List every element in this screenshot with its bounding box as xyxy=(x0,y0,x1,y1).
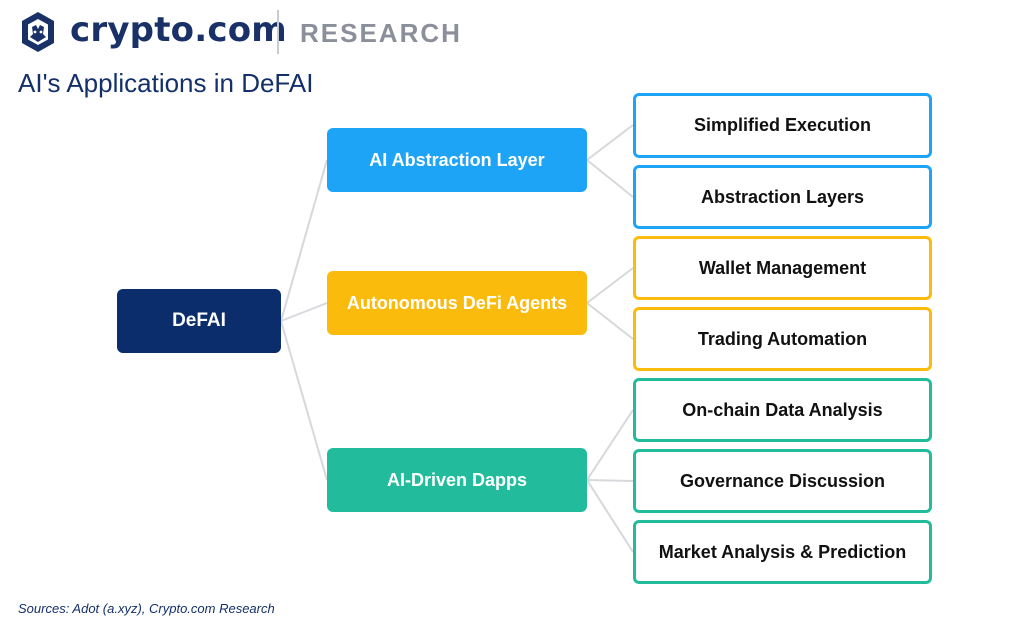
connector-ai-driven-dapps-to-leaf-3 xyxy=(586,479,634,553)
connector-ai-driven-dapps-to-leaf-1 xyxy=(586,409,634,481)
brand-name: crypto.com xyxy=(70,10,287,50)
branch-node-label: Autonomous DeFi Agents xyxy=(346,292,568,313)
connector-ai-driven-dapps-to-leaf-2 xyxy=(586,479,634,482)
connector-autonomous-defi-agents-to-leaf-1 xyxy=(586,267,634,304)
leaf-node-simplified-execution: Simplified Execution xyxy=(633,93,932,158)
leaf-node-label: Abstraction Layers xyxy=(700,186,865,207)
leaf-node-on-chain-data-analysis: On-chain Data Analysis xyxy=(633,378,932,442)
leaf-node-wallet-management: Wallet Management xyxy=(633,236,932,300)
crypto-com-lion-shield-icon xyxy=(22,12,54,52)
leaf-node-label: On-chain Data Analysis xyxy=(682,399,883,420)
branch-node-autonomous-defi-agents: Autonomous DeFi Agents xyxy=(327,271,587,335)
leaf-node-label: Market Analysis & Prediction xyxy=(658,541,907,562)
branch-node-label: AI-Driven Dapps xyxy=(386,469,528,490)
page-title: AI's Applications in DeFAI xyxy=(18,68,314,98)
connector-root-to-autonomous-defi-agents xyxy=(280,302,328,322)
leaf-node-trading-automation: Trading Automation xyxy=(633,307,932,371)
connector-ai-abstraction-layer-to-leaf-2 xyxy=(586,159,634,198)
leaf-node-label: Wallet Management xyxy=(698,257,867,278)
branch-node-ai-abstraction-layer: AI Abstraction Layer xyxy=(327,128,587,192)
footer-source-note: Sources: Adot (a.xyz), Crypto.com Resear… xyxy=(18,601,275,616)
header: crypto.com RESEARCH xyxy=(0,0,1027,70)
branch-node-label: AI Abstraction Layer xyxy=(369,149,545,170)
leaf-node-abstraction-layers: Abstraction Layers xyxy=(633,165,932,229)
branch-node-ai-driven-dapps: AI-Driven Dapps xyxy=(327,448,587,512)
leaf-node-market-analysis-prediction: Market Analysis & Prediction xyxy=(633,520,932,584)
leaf-node-label: Simplified Execution xyxy=(693,115,872,135)
leaf-node-label: Governance Discussion xyxy=(679,470,886,491)
leaf-node-label: Trading Automation xyxy=(697,328,868,349)
leaf-node-governance-discussion: Governance Discussion xyxy=(633,449,932,513)
connector-autonomous-defi-agents-to-leaf-2 xyxy=(586,302,634,340)
root-node: DeFAI xyxy=(117,289,281,353)
root-node-label: DeFAI xyxy=(172,310,226,331)
connector-root-to-ai-abstraction-layer xyxy=(280,159,328,322)
connector-root-to-ai-driven-dapps xyxy=(280,320,328,481)
connector-ai-abstraction-layer-to-leaf-1 xyxy=(586,124,634,161)
header-section-label: RESEARCH xyxy=(300,18,462,48)
header-divider xyxy=(277,10,279,54)
